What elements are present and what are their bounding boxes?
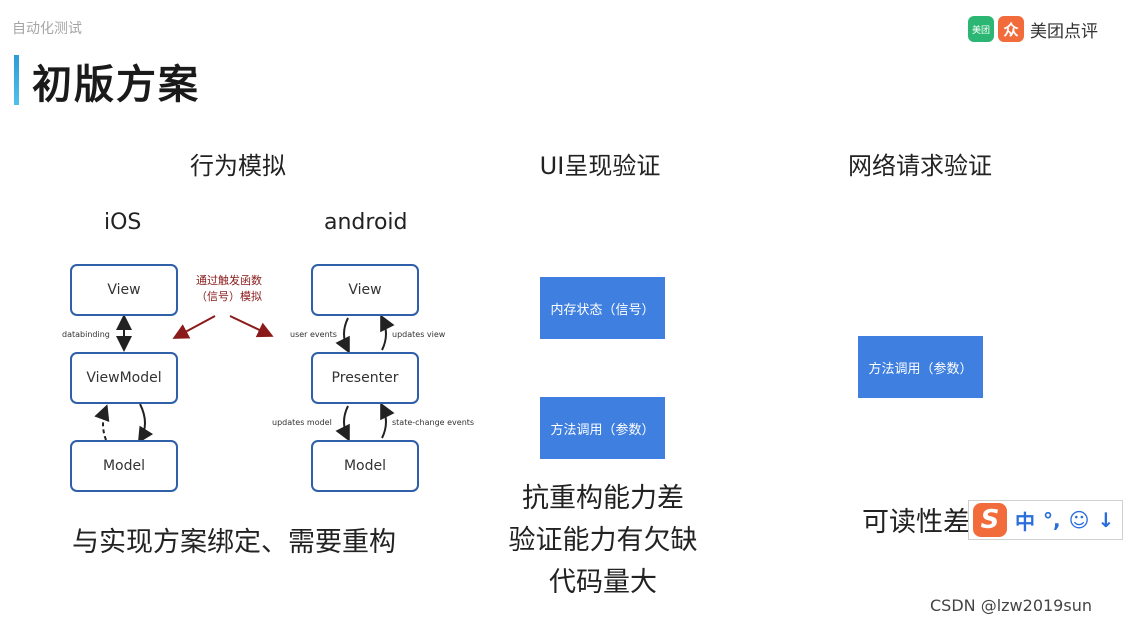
ime-toolbar[interactable]: S 中 °, ☺ ↓ [968,500,1123,540]
updates-model-label: updates model [272,418,332,427]
ime-punctuation-toggle[interactable]: °, [1043,508,1061,532]
ui-notes: 抗重构能力差 验证能力有欠缺 代码量大 [488,478,718,604]
network-note: 可读性差 [862,507,970,538]
page-title: 初版方案 [32,62,200,108]
annotation-line-1: 通过触发函数 [196,274,262,287]
user-events-label: user events [290,330,337,339]
category-label: 自动化测试 [12,21,82,37]
android-label: android [324,210,408,235]
android-state-change-arrow [380,402,395,439]
ui-note-2: 验证能力有欠缺 [508,525,698,556]
ios-model-box: Model [70,440,178,492]
annotation-text: 通过触发函数 （信号）模拟 [186,273,272,305]
android-presenter-box: Presenter [311,352,419,404]
ios-label: iOS [104,210,142,235]
ui-note-1: 抗重构能力差 [522,483,684,514]
annotation-arrow-left [172,315,216,339]
memory-state-box: 内存状态（信号） [540,277,665,339]
android-updates-model-arrow [335,405,350,442]
title-accent-bar [14,55,19,105]
ui-method-call-box: 方法调用（参数） [540,397,665,459]
ui-note-3: 代码量大 [549,567,657,598]
ios-viewmodel-to-model-arrow [137,403,154,444]
behavior-note: 与实现方案绑定、需要重构 [72,527,396,558]
sogou-logo-icon[interactable]: S [973,503,1007,537]
ime-mode-toggle[interactable]: 中 [1015,509,1035,534]
network-method-call-box: 方法调用（参数） [858,336,983,398]
column-header-network: 网络请求验证 [848,152,992,180]
ios-viewmodel-box: ViewModel [70,352,178,404]
annotation-line-2: （信号）模拟 [196,290,262,303]
databinding-label: databinding [62,330,110,339]
ios-view-box: View [70,264,178,316]
dianping-logo-icon: 众 [998,16,1024,42]
android-user-events-arrow [335,317,350,354]
brand-logo: 美团 众 美团点评 [968,15,1098,43]
state-change-label: state-change events [392,418,475,427]
watermark: CSDN @lzw2019sun [930,596,1092,615]
column-header-ui: UI呈现验证 [539,152,661,180]
android-updates-view-arrow [380,314,395,351]
annotation-arrow-right [229,315,274,338]
ios-model-to-viewmodel-arrow [94,404,110,441]
ime-mic-icon[interactable]: ↓ [1097,508,1115,532]
brand-name: 美团点评 [1030,21,1098,42]
updates-view-label: updates view [392,330,446,339]
android-view-box: View [311,264,419,316]
ime-emoji-icon[interactable]: ☺ [1068,508,1090,532]
meituan-logo-icon: 美团 [968,16,994,42]
android-model-box: Model [311,440,419,492]
column-header-behavior: 行为模拟 [190,152,286,180]
